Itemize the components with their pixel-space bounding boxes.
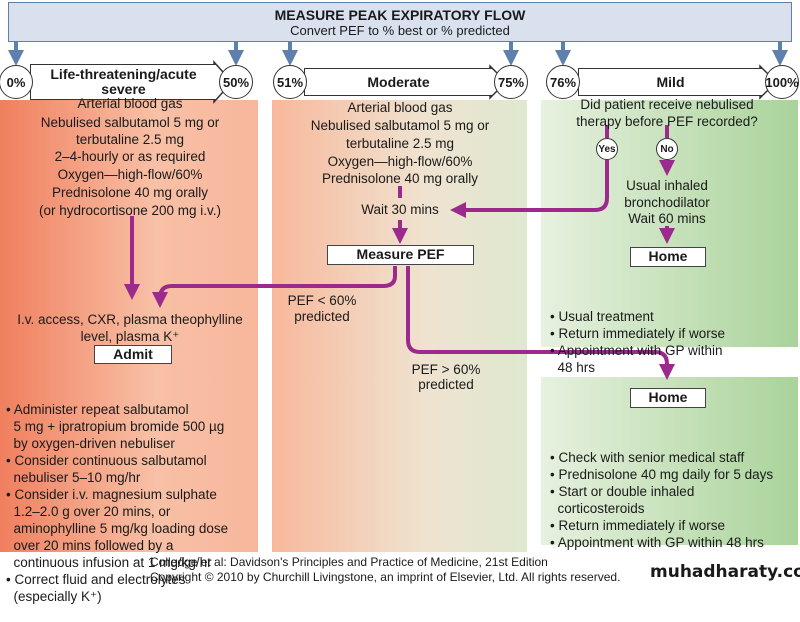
- mild-bullets: • Usual treatment• Return immediately if…: [550, 309, 726, 375]
- severe-line: terbutaline 2.5 mg: [75, 132, 185, 147]
- admit-box: Admit: [94, 345, 172, 364]
- pct-75: 75%: [494, 65, 528, 99]
- arrow-low: [152, 266, 397, 308]
- header-box: MEASURE PEAK EXPIRATORY FLOW Convert PEF…: [8, 2, 792, 42]
- purple-arrows: [124, 125, 675, 380]
- mild-question: Did patient receive nebulised: [580, 97, 754, 112]
- home-box: Home: [630, 247, 706, 267]
- moderate-panel: [272, 100, 527, 552]
- band-severe: Life-threatening/acute severe: [30, 64, 216, 100]
- wait-30: Wait 30 mins: [361, 202, 439, 217]
- arrow-yes: [450, 160, 609, 218]
- no-node: No: [656, 138, 678, 160]
- home2-bullets: • Check with senior medical staff• Predn…: [550, 450, 774, 550]
- severe-line: Nebulised salbutamol 5 mg or: [40, 115, 220, 130]
- pct-76: 76%: [546, 65, 580, 99]
- band-moderate: Moderate: [304, 68, 492, 96]
- severe-line: Prednisolone 40 mg orally: [51, 185, 209, 200]
- pef-high: PEF > 60%: [411, 362, 481, 377]
- pct-100: 100%: [765, 65, 799, 99]
- measure-pef-box: Measure PEF: [327, 245, 474, 265]
- no-path: bronchodilator: [624, 195, 710, 210]
- severe-line: Arterial blood gas: [77, 96, 183, 111]
- citation: Colledge et al: Davidson's Principles an…: [150, 555, 548, 569]
- no-path: Wait 60 mins: [628, 211, 706, 226]
- severe-tests: level, plasma K⁺: [80, 329, 180, 344]
- severe-line: Oxygen—high-flow/60%: [57, 167, 203, 182]
- pef-high: predicted: [418, 377, 474, 392]
- band-mild: Mild: [578, 68, 762, 96]
- pef-low: predicted: [294, 309, 350, 324]
- severe-line: 2–4-hourly or as required: [54, 149, 206, 164]
- moderate-line: Nebulised salbutamol 5 mg or: [310, 118, 490, 133]
- home-box-2: Home: [630, 388, 706, 408]
- pef-low: PEF < 60%: [287, 293, 357, 308]
- severe-tests: I.v. access, CXR, plasma theophylline: [17, 312, 243, 327]
- pct-50: 50%: [219, 65, 253, 99]
- yes-node: Yes: [596, 138, 618, 160]
- header-subtitle: Convert PEF to % best or % predicted: [290, 23, 510, 38]
- pct-51: 51%: [273, 65, 307, 99]
- severe-panel: [0, 100, 258, 552]
- copyright: Copyright © 2010 by Churchill Livingston…: [150, 570, 621, 584]
- moderate-line: Prednisolone 40 mg orally: [321, 171, 479, 186]
- moderate-line: terbutaline 2.5 mg: [345, 136, 455, 151]
- watermark: muhadharaty.com: [650, 562, 800, 582]
- moderate-line: Arterial blood gas: [347, 100, 453, 115]
- pct-0: 0%: [0, 65, 33, 99]
- severe-line: (or hydrocortisone 200 mg i.v.): [38, 203, 222, 218]
- blue-arrows: [8, 42, 788, 66]
- arrow-high: [406, 266, 675, 380]
- mild-question: therapy before PEF recorded?: [576, 114, 758, 129]
- moderate-line: Oxygen—high-flow/60%: [327, 154, 473, 169]
- no-path: Usual inhaled: [626, 178, 708, 193]
- header-title: MEASURE PEAK EXPIRATORY FLOW: [274, 7, 526, 23]
